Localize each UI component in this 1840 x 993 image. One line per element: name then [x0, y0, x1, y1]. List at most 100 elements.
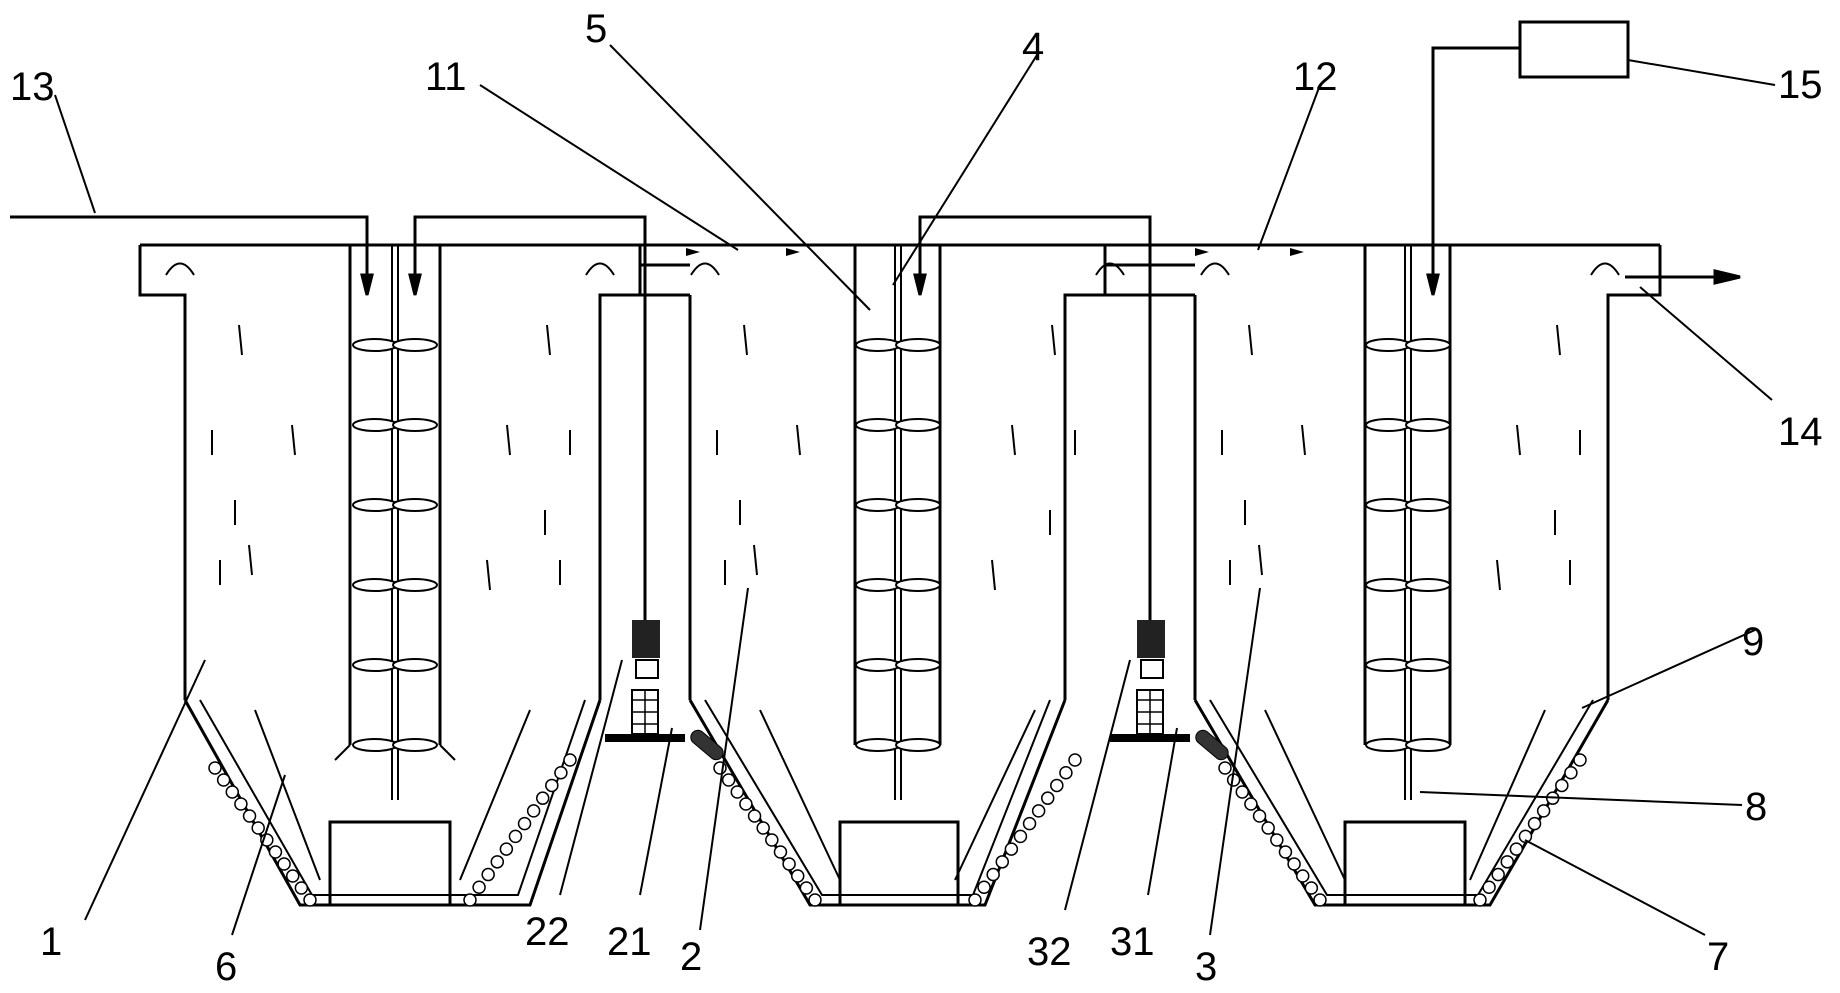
filter-ball [277, 857, 291, 871]
filter-ball [1235, 785, 1250, 799]
filter-ball [472, 880, 486, 895]
filter-ball [1252, 809, 1267, 823]
filter-ball [526, 804, 541, 818]
impeller-blade [392, 658, 438, 672]
impeller-blade [1405, 338, 1451, 352]
label-22: 22 [525, 910, 570, 954]
weir-arrow [1200, 262, 1230, 276]
impeller-blade [855, 578, 901, 592]
impeller-blade [855, 418, 901, 432]
pump-22 [605, 620, 685, 742]
filter-ball [1040, 791, 1055, 805]
filter-ball [1491, 867, 1505, 882]
impeller-blade [352, 578, 398, 592]
flow-tick [753, 544, 758, 576]
impeller-blade [1405, 738, 1451, 752]
label-7: 7 [1707, 935, 1729, 979]
impeller-blade [352, 498, 398, 512]
filter-ball [1287, 857, 1301, 871]
filter-ball [535, 791, 550, 805]
filter-ball [1313, 893, 1327, 907]
filter-ball [808, 893, 822, 907]
filter-ball [986, 867, 1000, 882]
filter-ball [1059, 765, 1073, 780]
filter-ball [790, 869, 805, 883]
filter-ball [1473, 893, 1487, 907]
overflow-weirs [165, 262, 1620, 276]
filter-ball [1295, 869, 1310, 883]
filter-ball [242, 809, 257, 823]
filter-ball [1500, 855, 1515, 869]
impeller-blade [895, 578, 941, 592]
impeller-blade [1405, 498, 1451, 512]
impeller-blade [1365, 738, 1411, 752]
flow-tick [1556, 324, 1561, 356]
impeller-blade [895, 658, 941, 672]
impeller-blade [352, 418, 398, 432]
impeller-blade [855, 338, 901, 352]
label-5: 5 [585, 7, 607, 51]
flow-tick [238, 324, 243, 356]
pipe-return-2 [913, 215, 1152, 622]
label-31: 31 [1110, 920, 1155, 964]
connecting-troughs [640, 263, 1195, 297]
filter-ball [756, 821, 770, 835]
label-8: 8 [1745, 785, 1767, 829]
impeller-blade [895, 498, 941, 512]
filter-ball [508, 829, 523, 844]
filter-ball [517, 816, 532, 831]
label-6: 6 [215, 945, 237, 989]
tank-1 [183, 245, 642, 907]
filter-ball [499, 842, 514, 856]
filter-ball [739, 797, 753, 811]
filter-ball [1270, 833, 1284, 847]
filter-ball [554, 765, 568, 780]
label-32: 32 [1027, 930, 1072, 974]
impeller-blade [392, 498, 438, 512]
pipe-13-inlet [10, 215, 374, 296]
filter-ball [251, 821, 265, 835]
filter-ball [563, 753, 577, 767]
filter-ball [782, 857, 796, 871]
filter-ball [1555, 778, 1569, 793]
box-15 [1518, 20, 1630, 79]
filter-ball [799, 881, 814, 895]
flow-tick [991, 559, 996, 591]
impeller-blade [855, 658, 901, 672]
filter-ball [225, 785, 240, 799]
filter-ball [1004, 842, 1019, 856]
flow-tick [1248, 324, 1253, 356]
filter-ball [747, 809, 762, 823]
filter-ball [1527, 816, 1542, 831]
label-13: 13 [10, 65, 55, 109]
impeller-blade [352, 338, 398, 352]
filter-ball [303, 893, 317, 907]
filter-balls [208, 753, 1587, 907]
impeller-blade [1405, 578, 1451, 592]
impeller-blade [895, 738, 941, 752]
pump-32 [1110, 620, 1190, 742]
impeller-blade [1365, 658, 1411, 672]
filter-ball [216, 773, 231, 787]
filter-ball [1050, 778, 1064, 793]
impeller-blade [392, 418, 438, 432]
flow-tick [1258, 544, 1263, 576]
impeller-blade [895, 338, 941, 352]
flow-tick [291, 424, 296, 456]
filter-ball [1304, 881, 1319, 895]
label-21: 21 [607, 920, 652, 964]
filter-ball [268, 845, 283, 859]
flow-tick [1051, 324, 1056, 356]
label-15: 15 [1778, 63, 1823, 107]
flow-tick [743, 324, 748, 356]
impeller-blade [1405, 418, 1451, 432]
diffusers [690, 729, 1229, 761]
leader-lines [54, 44, 1776, 936]
flow-tick [486, 559, 491, 591]
filter-ball [208, 761, 222, 775]
filter-ball [1244, 797, 1258, 811]
pipe-15-dosing [1426, 46, 1520, 296]
filter-ball [294, 881, 309, 895]
impeller-blade [1365, 578, 1411, 592]
